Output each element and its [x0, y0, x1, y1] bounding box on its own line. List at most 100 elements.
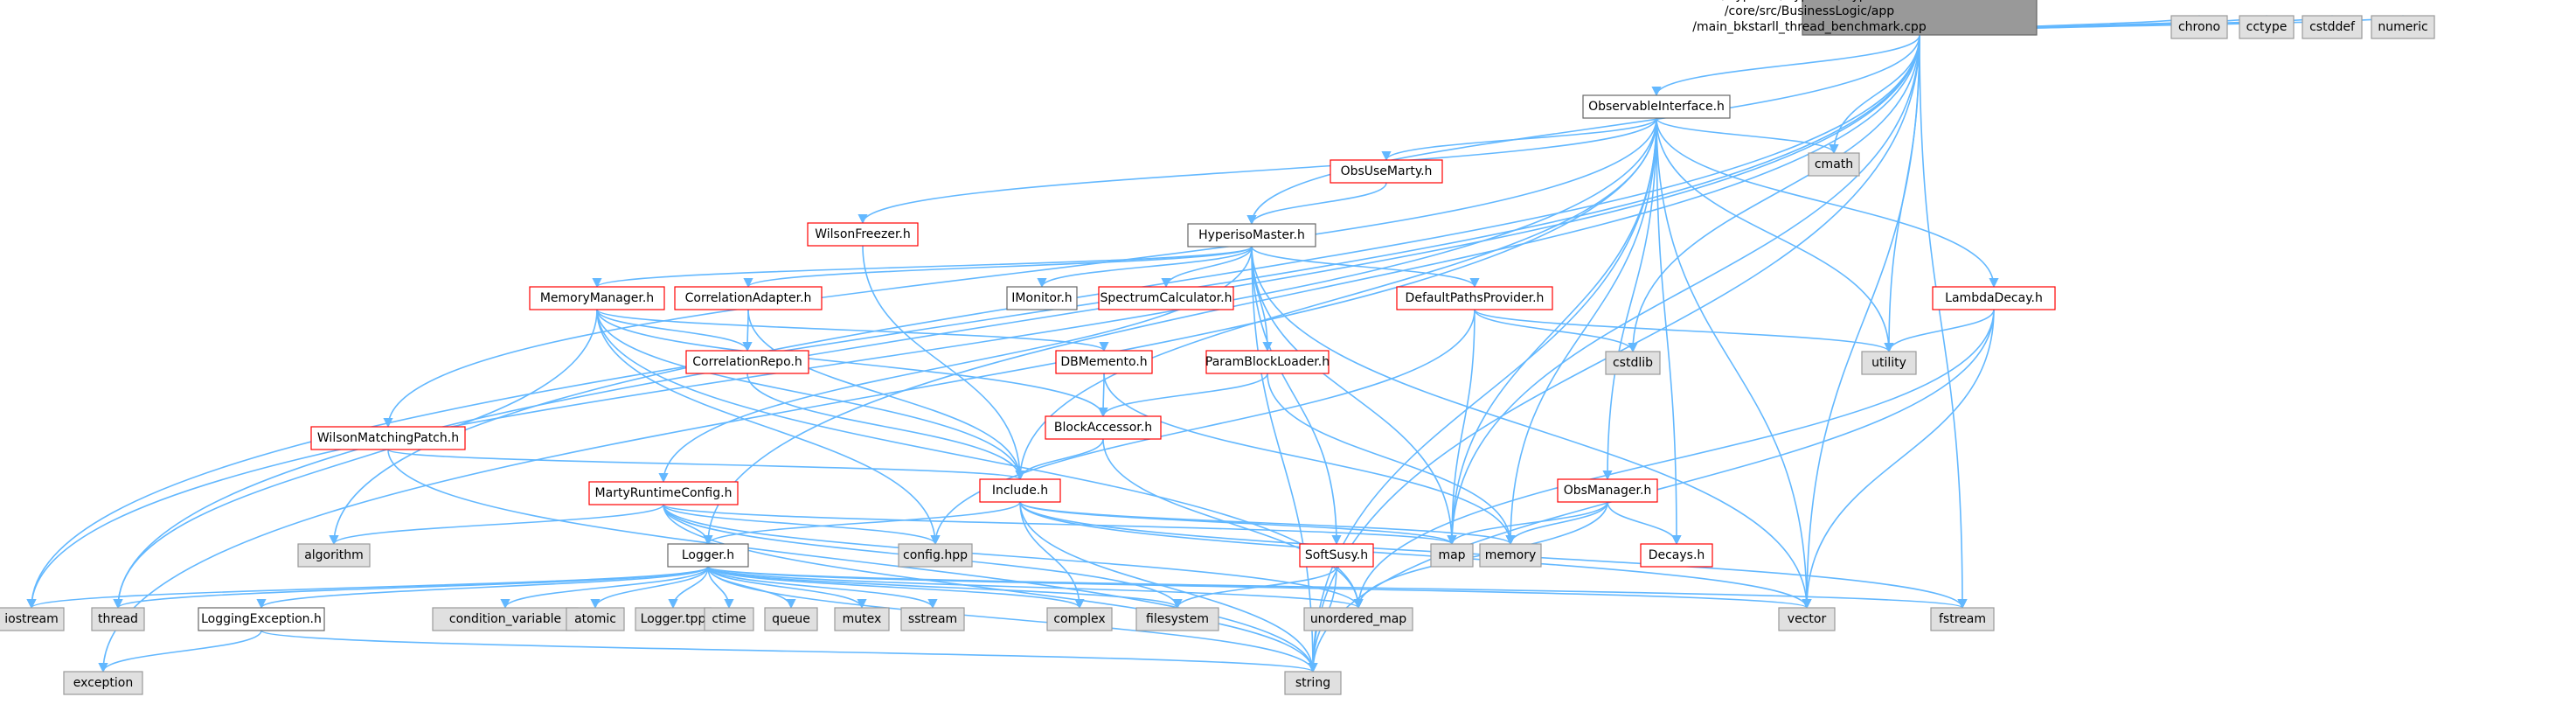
node-box [91, 607, 145, 631]
node-observable[interactable]: ObservableInterface.h [1582, 94, 1731, 119]
node-box [2170, 15, 2228, 39]
node-label: BlockAccessor.h [1054, 421, 1152, 435]
node-memorymanager[interactable]: MemoryManager.h [529, 286, 665, 310]
node-correlationrepo[interactable]: CorrelationRepo.h [685, 350, 809, 374]
node-label: map [1438, 548, 1465, 562]
node-dbmemento[interactable]: DBMemento.h [1055, 350, 1153, 374]
node-logger[interactable]: Logger.h [667, 543, 749, 568]
node-box [807, 222, 919, 247]
edge-include-logger [703, 501, 1021, 546]
edge-observable-memory [1505, 117, 1657, 546]
node-imonitor[interactable]: IMonitor.h [1006, 286, 1078, 310]
node-box [1299, 543, 1374, 568]
edge-include-vector [1019, 501, 1812, 610]
edge-include-string [1019, 501, 1318, 673]
edge-root-hyperisomaster [1246, 34, 1920, 226]
node-label: thread [98, 612, 138, 626]
node-softsusy[interactable]: SoftSusy.h [1299, 543, 1374, 568]
node-memory: memory [1479, 543, 1542, 568]
node-box [1932, 286, 2056, 310]
node-confighpp: config.hpp [898, 543, 973, 568]
edge-memorymanager-confighpp [596, 309, 941, 546]
node-label: config.hpp [903, 548, 968, 562]
edge-root-map [1447, 34, 1920, 546]
edge-martyconfig-map [663, 504, 1457, 546]
edge-obsusemarty-hyperisomaster [1246, 182, 1387, 226]
node-map: map [1430, 543, 1474, 568]
edge-logger-loggertpp [668, 566, 709, 610]
node-unorderedmap: unordered_map [1303, 607, 1413, 631]
node-label: CorrelationRepo.h [692, 355, 802, 369]
edge-root-cstdlib [1628, 34, 1920, 353]
edge-observable-string [1308, 117, 1657, 673]
node-hyperisomaster[interactable]: HyperisoMaster.h [1187, 223, 1316, 247]
node-label: SoftSusy.h [1305, 548, 1368, 562]
edge-observable-utility [1656, 117, 1894, 353]
node-label: unordered_map [1310, 612, 1406, 626]
edge-defaultpaths-map [1447, 309, 1475, 546]
node-correlationadapter[interactable]: CorrelationAdapter.h [674, 286, 823, 310]
node-spectrumcalc[interactable]: SpectrumCalculator.h [1098, 286, 1234, 310]
edge-root-iostream [26, 34, 1920, 610]
node-box [900, 607, 965, 631]
node-paramblockloader[interactable]: ParamBlockLoader.h [1205, 350, 1330, 374]
node-box [685, 350, 809, 374]
node-decays[interactable]: Decays.h [1640, 543, 1713, 568]
edge-hyperisomaster-correlationadapter [743, 246, 1253, 289]
node-obsmanager[interactable]: ObsManager.h [1557, 478, 1658, 503]
node-martyconfig[interactable]: MartyRuntimeConfig.h [588, 481, 739, 505]
node-label: CorrelationAdapter.h [685, 291, 812, 305]
node-box [1605, 351, 1661, 375]
node-fstream: fstream [1930, 607, 1995, 631]
node-label: atomic [574, 612, 616, 626]
edge-observable-wilsonmatching [383, 117, 1657, 429]
node-box [1430, 543, 1474, 568]
node-label: cctype [2246, 20, 2288, 34]
node-utility: utility [1861, 351, 1917, 375]
edge-hyperisomaster-vector [1251, 246, 1812, 610]
node-label: HyperisoMaster.h [1198, 228, 1305, 242]
edge-correlationadapter-include [747, 309, 1025, 481]
edge-hyperisomaster-softsusy [1251, 246, 1342, 546]
node-label: WilsonMatchingPatch.h [317, 431, 459, 445]
node-label: ctime [712, 612, 746, 626]
node-cstdlib: cstdlib [1605, 351, 1661, 375]
node-box [1098, 286, 1234, 310]
node-obsusemarty[interactable]: ObsUseMarty.h [1330, 159, 1443, 184]
edge-observable-obsusemarty [1381, 117, 1657, 162]
node-box [674, 286, 823, 310]
node-label: complex [1053, 612, 1105, 626]
node-label: cmath [1815, 157, 1853, 171]
edge-observable-lambdadecay [1656, 117, 1999, 289]
node-cctype: cctype [2239, 15, 2295, 39]
edge-logger-ctime [707, 566, 734, 610]
node-label: exception [73, 676, 133, 690]
node-box [1135, 607, 1219, 631]
node-box [432, 607, 579, 631]
node-condvar: condition_variable [432, 607, 579, 631]
edge-hyperisomaster-spectrumcalc [1161, 246, 1253, 289]
node-label: condition_variable [449, 612, 561, 626]
dependency-edges [26, 14, 2408, 673]
node-loggingexception[interactable]: LoggingException.h [198, 607, 325, 631]
node-label: ObservableInterface.h [1588, 100, 1725, 114]
node-box [529, 286, 665, 310]
node-wilsonmatching[interactable]: WilsonMatchingPatch.h [310, 426, 466, 450]
edge-paramblockloader-blockaccessor [1098, 373, 1268, 418]
edge-logger-mutex [707, 566, 867, 610]
node-box [1557, 478, 1658, 503]
node-lambdadecay[interactable]: LambdaDecay.h [1932, 286, 2056, 310]
node-defaultpaths[interactable]: DefaultPathsProvider.h [1396, 286, 1553, 310]
node-box [764, 607, 818, 631]
node-box [704, 607, 754, 631]
node-wilsonfreezer[interactable]: WilsonFreezer.h [807, 222, 919, 247]
node-label: chrono [2178, 20, 2220, 34]
node-blockaccessor[interactable]: BlockAccessor.h [1045, 415, 1162, 440]
node-label: fstream [1939, 612, 1986, 626]
node-chrono: chrono [2170, 15, 2228, 39]
node-label: Decays.h [1649, 548, 1705, 562]
node-cmath: cmath [1808, 152, 1860, 177]
node-include[interactable]: Include.h [979, 478, 1061, 503]
edge-logger-string [707, 566, 1318, 673]
node-root[interactable]: /home/runner/work/Hyperiso/Hyperiso/Hype… [1692, 0, 2038, 36]
